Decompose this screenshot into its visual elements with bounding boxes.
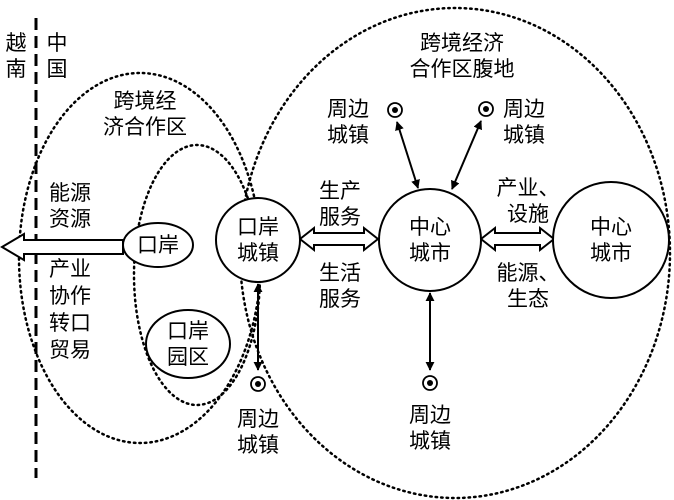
industry-flow-arrow [479, 225, 556, 253]
town-marker-bottom-mid [422, 375, 438, 391]
town-marker-bottom-left [250, 376, 266, 392]
trade-label: 产业协作 转口贸易 [49, 257, 91, 362]
port-label: 口岸 [137, 233, 179, 257]
town-marker-top-left [387, 102, 403, 118]
production-services-label: 生产服务 [319, 179, 361, 229]
energy-resources-label: 能源资源 [49, 181, 91, 231]
vietnam-label: 越南 [5, 31, 27, 81]
cooperation-zone-title: 跨境经济合作区 [103, 89, 187, 139]
hinterland-title: 跨境经济合作区腹地 [409, 31, 515, 81]
china-label: 中国 [46, 31, 68, 81]
central-city-a-label: 中心城市 [409, 215, 451, 265]
port-town-node [215, 197, 301, 283]
service-flow-arrow [298, 225, 380, 253]
energy-ecology-label: 能源、生态 [496, 261, 560, 311]
central-city-a-node [378, 188, 482, 292]
town-label-top-left: 周边城镇 [327, 97, 369, 147]
port-park-label: 口岸园区 [167, 319, 209, 369]
life-services-label: 生活服务 [319, 261, 361, 311]
arrow-town-top-left [395, 121, 420, 189]
central-city-b-node [552, 181, 670, 299]
port-town-label: 口岸城镇 [237, 215, 279, 265]
town-label-top-right: 周边城镇 [503, 97, 545, 147]
arrow-town-top-right [451, 120, 482, 190]
town-marker-top-right [478, 101, 494, 117]
town-label-bottom-left: 周边城镇 [237, 407, 279, 457]
port-node [122, 222, 194, 268]
town-label-bottom-mid: 周边城镇 [409, 403, 451, 453]
port-park-node [145, 309, 231, 379]
central-city-b-label: 中心城市 [590, 215, 632, 265]
industry-facilities-label: 产业、设施 [496, 176, 560, 226]
